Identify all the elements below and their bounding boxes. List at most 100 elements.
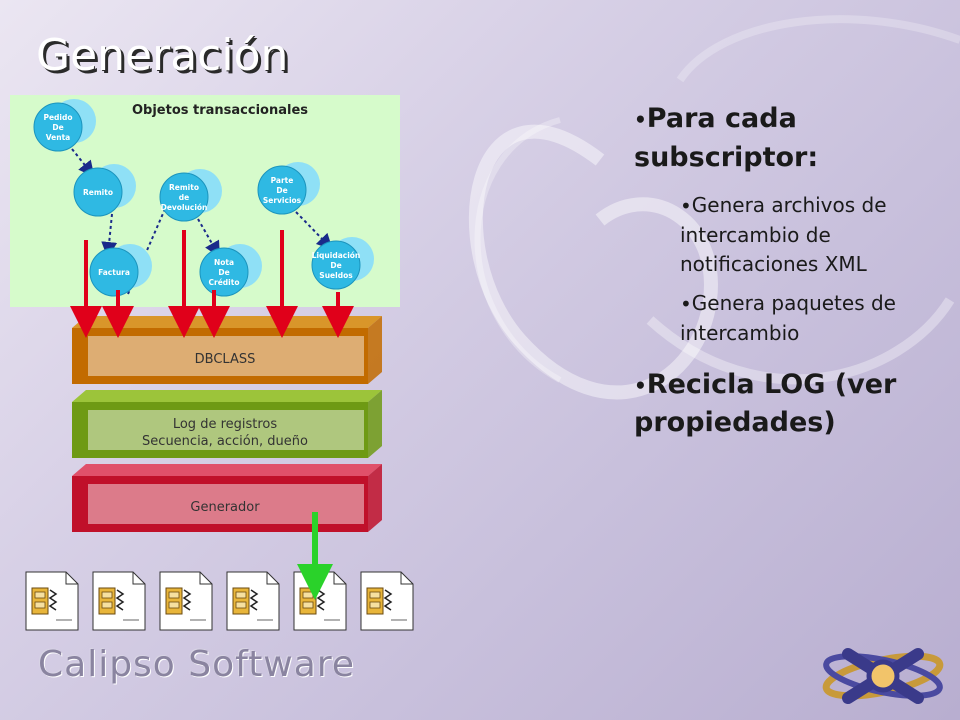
cylinder-label-line: Pedido — [43, 113, 72, 122]
log-label-line2: Secuencia, acción, dueño — [142, 434, 308, 449]
xml-file-icon — [92, 571, 146, 631]
cylinder-face — [89, 247, 139, 297]
xml-file-icon — [360, 571, 414, 631]
file-archive-slot — [34, 601, 46, 609]
bullet-recycle-log-text: Recicla LOG (ver propiedades) — [634, 368, 897, 439]
slab-generator-side — [368, 464, 382, 532]
file-page — [226, 571, 280, 631]
slab-dbclass — [72, 316, 382, 384]
file-archive-slot — [369, 591, 381, 599]
slab-log-top — [72, 390, 382, 402]
xml-file-icon — [293, 571, 347, 631]
cylinder-label-line: De — [52, 123, 63, 132]
file-archive-slot — [369, 601, 381, 609]
bullet-recycle-log: •Recicla LOG (ver propiedades) — [634, 366, 950, 443]
file-fold — [132, 572, 145, 585]
bullet-xml-files-text: Genera archivos de intercambio de notifi… — [680, 192, 887, 276]
bullet-subscriber-text: Para cada subscriptor: — [634, 103, 819, 173]
slab-generator-top — [72, 464, 382, 476]
dbclass-label: DBCLASS — [194, 352, 256, 367]
cylinder-face — [73, 167, 123, 217]
panel-title: Objetos transaccionales — [131, 103, 309, 118]
bullet-dot-icon: • — [680, 193, 692, 218]
connector-remito-de-devolucion-to-nota-de-credito — [197, 218, 220, 258]
cylinder-label-line: De — [330, 261, 341, 270]
file-archive-slot — [235, 591, 247, 599]
log-label: Log de registros Secuencia, acción, dueñ… — [90, 416, 360, 450]
file-page — [92, 571, 146, 631]
bullet-subscriber: •Para cada subscriptor: — [634, 100, 950, 177]
slab-dbclass-side — [368, 316, 382, 384]
page-title: Generación — [36, 30, 289, 81]
file-fold — [266, 572, 279, 585]
file-archive-slot — [101, 591, 113, 599]
cylinder-label-line: Nota — [214, 258, 234, 267]
file-archive-slot — [168, 591, 180, 599]
file-zipper — [115, 589, 125, 611]
log-label-line1: Log de registros — [172, 417, 278, 432]
file-archive-slot — [302, 591, 314, 599]
file-archive-slot — [235, 601, 247, 609]
file-archive-slot — [34, 591, 46, 599]
bullet-dot-icon: • — [680, 291, 692, 316]
file-zipper — [249, 589, 259, 611]
cylinder-label-factura: Factura — [98, 268, 130, 277]
slab-log — [72, 390, 382, 458]
file-archive-slot — [302, 601, 314, 609]
slab-log-side — [368, 390, 382, 458]
xml-file-icon — [159, 571, 213, 631]
cylinder-face — [159, 172, 209, 222]
cylinder-face — [257, 165, 307, 215]
file-archive-slot — [168, 601, 180, 609]
cylinder-label-line: Remito — [169, 183, 199, 192]
bullet-packages-text: Genera paquetes de intercambio — [680, 290, 896, 345]
connector-remito-to-factura — [101, 213, 118, 258]
bullet-packages: •Genera paquetes de intercambio — [680, 289, 950, 348]
cylinder-face — [199, 247, 249, 297]
connector-parte-de-servicios-to-liquidacion-de-sueldos — [295, 211, 333, 250]
cylinder-label-line: De — [218, 268, 229, 277]
bullet-list: •Para cada subscriptor: •Genera archivos… — [630, 100, 950, 442]
xml-file-icon — [226, 571, 280, 631]
brand-logo-text: Calipso Software — [38, 644, 355, 685]
cylinder-label-line: Devolución — [161, 203, 208, 212]
cylinder-label-line: Factura — [98, 268, 130, 277]
slab-log-inset — [88, 410, 364, 450]
file-zipper — [182, 589, 192, 611]
file-fold — [400, 572, 413, 585]
cylinder-label-line: Remito — [83, 188, 113, 197]
bullet-xml-files: •Genera archivos de intercambio de notif… — [680, 191, 950, 279]
cylinder-factura: Factura — [89, 244, 152, 297]
generator-label: Generador — [190, 500, 260, 515]
cylinder-label-line: Liquidación — [312, 251, 361, 260]
slab-dbclass-inset — [88, 336, 364, 376]
slab-generator — [72, 464, 382, 532]
file-zipper — [48, 589, 58, 611]
cylinder-face — [311, 240, 361, 290]
slab-generator-front — [72, 476, 368, 532]
cylinder-label-line: Sueldos — [319, 271, 353, 280]
cylinder-label-line: De — [276, 186, 287, 195]
file-page — [159, 571, 213, 631]
cylinder-label-line: Crédito — [209, 278, 240, 287]
cylinder-label-line: Servicios — [263, 196, 302, 205]
cylinder-label-line: Venta — [46, 133, 70, 142]
file-fold — [65, 572, 78, 585]
file-zipper — [383, 589, 393, 611]
file-page — [25, 571, 79, 631]
file-page — [360, 571, 414, 631]
file-fold — [333, 572, 346, 585]
slab-log-front — [72, 402, 368, 458]
calipso-logo-icon — [822, 648, 944, 704]
cylinder-face — [33, 102, 83, 152]
